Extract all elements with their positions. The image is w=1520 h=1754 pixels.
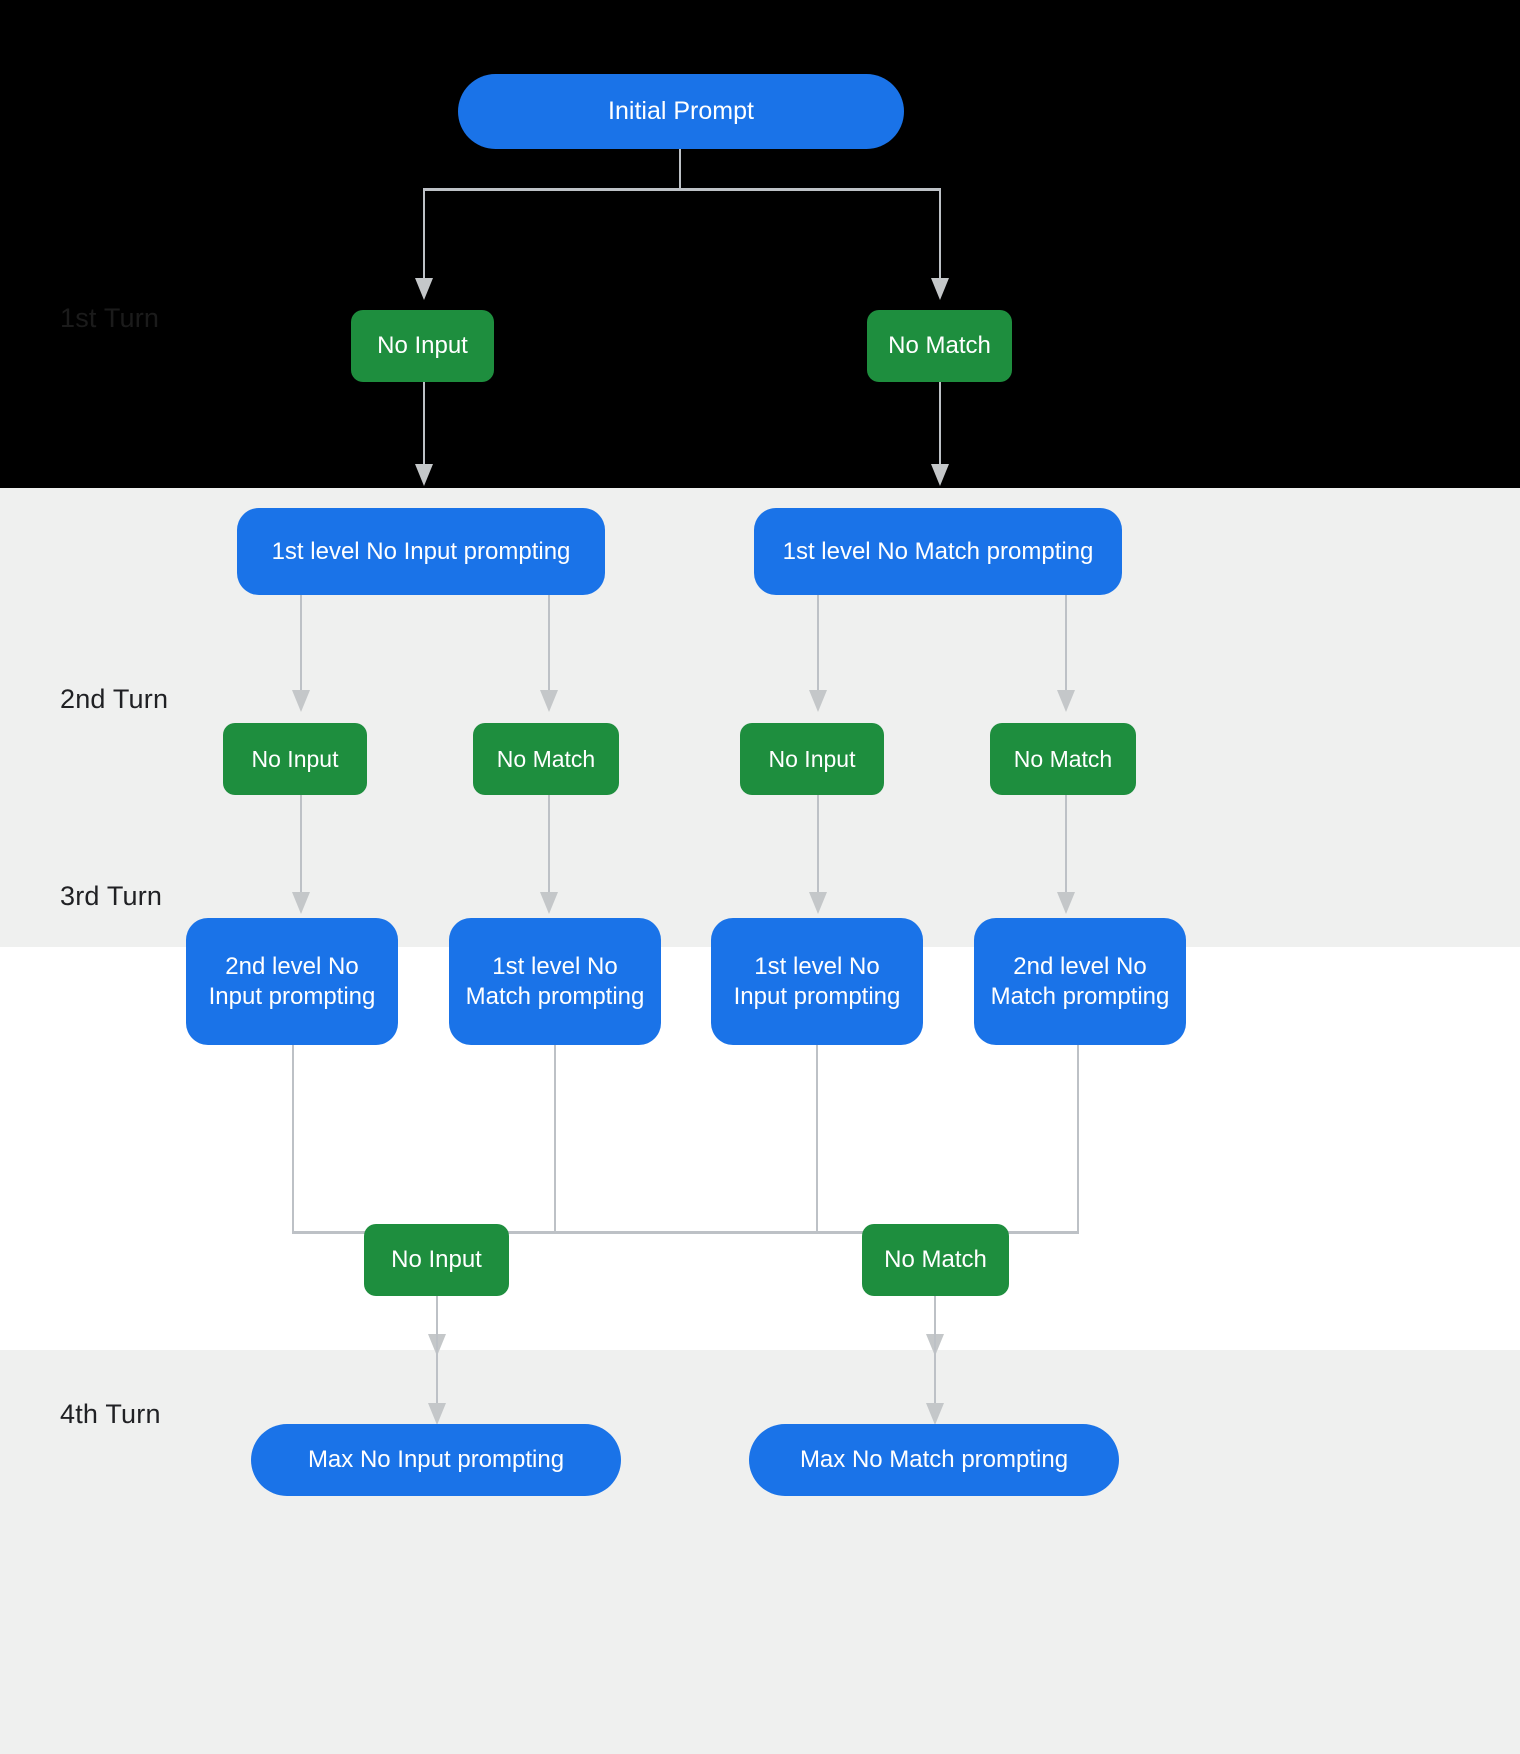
connector-t3p2-drop <box>554 1044 556 1233</box>
node-t2-no-input-a[interactable]: No Input <box>223 723 367 795</box>
node-t1-no-input[interactable]: No Input <box>351 310 494 382</box>
arrowhead-to-t2-no-match-b <box>1057 690 1075 712</box>
turn-label-4: 4th Turn <box>60 1399 161 1429</box>
node-t3-prompt-1[interactable]: 2nd level No Input prompting <box>186 918 398 1045</box>
connector-t2pnm-right <box>1065 595 1067 690</box>
node-t2-prompt-no-match[interactable]: 1st level No Match prompting <box>754 508 1122 595</box>
arrowhead-to-t2-no-match-a <box>540 690 558 712</box>
connector-t3p4-drop <box>1077 1044 1079 1233</box>
turn-band-4 <box>0 1350 1520 1754</box>
arrowhead-to-t2-prompt-no-match <box>931 464 949 486</box>
node-t3-prompt-3[interactable]: 1st level No Input prompting <box>711 918 923 1045</box>
node-t2-no-match-a[interactable]: No Match <box>473 723 619 795</box>
arrowhead-to-t3-prompt-2 <box>540 892 558 914</box>
connector-t2pni-left <box>300 595 302 690</box>
arrowhead-to-t1-no-input <box>415 278 433 300</box>
arrowhead-to-t2-prompt-no-input <box>415 464 433 486</box>
connector-root-right-drop <box>939 188 941 278</box>
turn-label-1: 1st Turn <box>60 303 160 333</box>
connector-t2pni-right <box>548 595 550 690</box>
connector-root-left-drop <box>423 188 425 278</box>
node-t2-prompt-no-input[interactable]: 1st level No Input prompting <box>237 508 605 595</box>
connector-t1nm-stem <box>939 382 941 464</box>
connector-t3p1-drop <box>292 1044 294 1233</box>
turn-label-3: 3rd Turn <box>60 881 163 911</box>
connector-root-stem <box>679 148 681 190</box>
connector-t2nib-stem <box>817 795 819 892</box>
connector-t2nmb-stem <box>1065 795 1067 892</box>
node-t4-max-no-input[interactable]: Max No Input prompting <box>251 1424 621 1496</box>
connector-root-bus <box>423 188 941 191</box>
connector-t2nia-stem <box>300 795 302 892</box>
connector-t3p3-drop <box>816 1044 818 1233</box>
connector-t4nm-stem <box>934 1295 936 1403</box>
node-t1-no-match[interactable]: No Match <box>867 310 1012 382</box>
arrowhead-to-t3-prompt-3 <box>809 892 827 914</box>
arrowhead-to-t3-prompt-4 <box>1057 892 1075 914</box>
connector-t2nma-stem <box>548 795 550 892</box>
node-t2-no-input-b[interactable]: No Input <box>740 723 884 795</box>
node-t3-no-match[interactable]: No Match <box>862 1224 1009 1296</box>
arrowhead-to-t2-no-input-a <box>292 690 310 712</box>
node-t3-prompt-2[interactable]: 1st level No Match prompting <box>449 918 661 1045</box>
connector-t3-merge-bus <box>292 1231 1079 1234</box>
arrowhead-to-t4-max-no-input <box>428 1403 446 1425</box>
node-t2-no-match-b[interactable]: No Match <box>990 723 1136 795</box>
node-t3-prompt-4[interactable]: 2nd level No Match prompting <box>974 918 1186 1045</box>
node-initial-prompt[interactable]: Initial Prompt <box>458 74 904 149</box>
arrowhead-to-t4-max-no-match <box>926 1403 944 1425</box>
turn-label-2: 2nd Turn <box>60 684 169 714</box>
node-t3-no-input[interactable]: No Input <box>364 1224 509 1296</box>
connector-t4ni-stem <box>436 1295 438 1403</box>
node-t4-max-no-match[interactable]: Max No Match prompting <box>749 1424 1119 1496</box>
connector-t1ni-stem <box>423 382 425 464</box>
connector-t2pnm-left <box>817 595 819 690</box>
arrowhead-to-t3-prompt-1 <box>292 892 310 914</box>
arrowhead-to-t2-no-input-b <box>809 690 827 712</box>
arrowhead-to-t1-no-match <box>931 278 949 300</box>
